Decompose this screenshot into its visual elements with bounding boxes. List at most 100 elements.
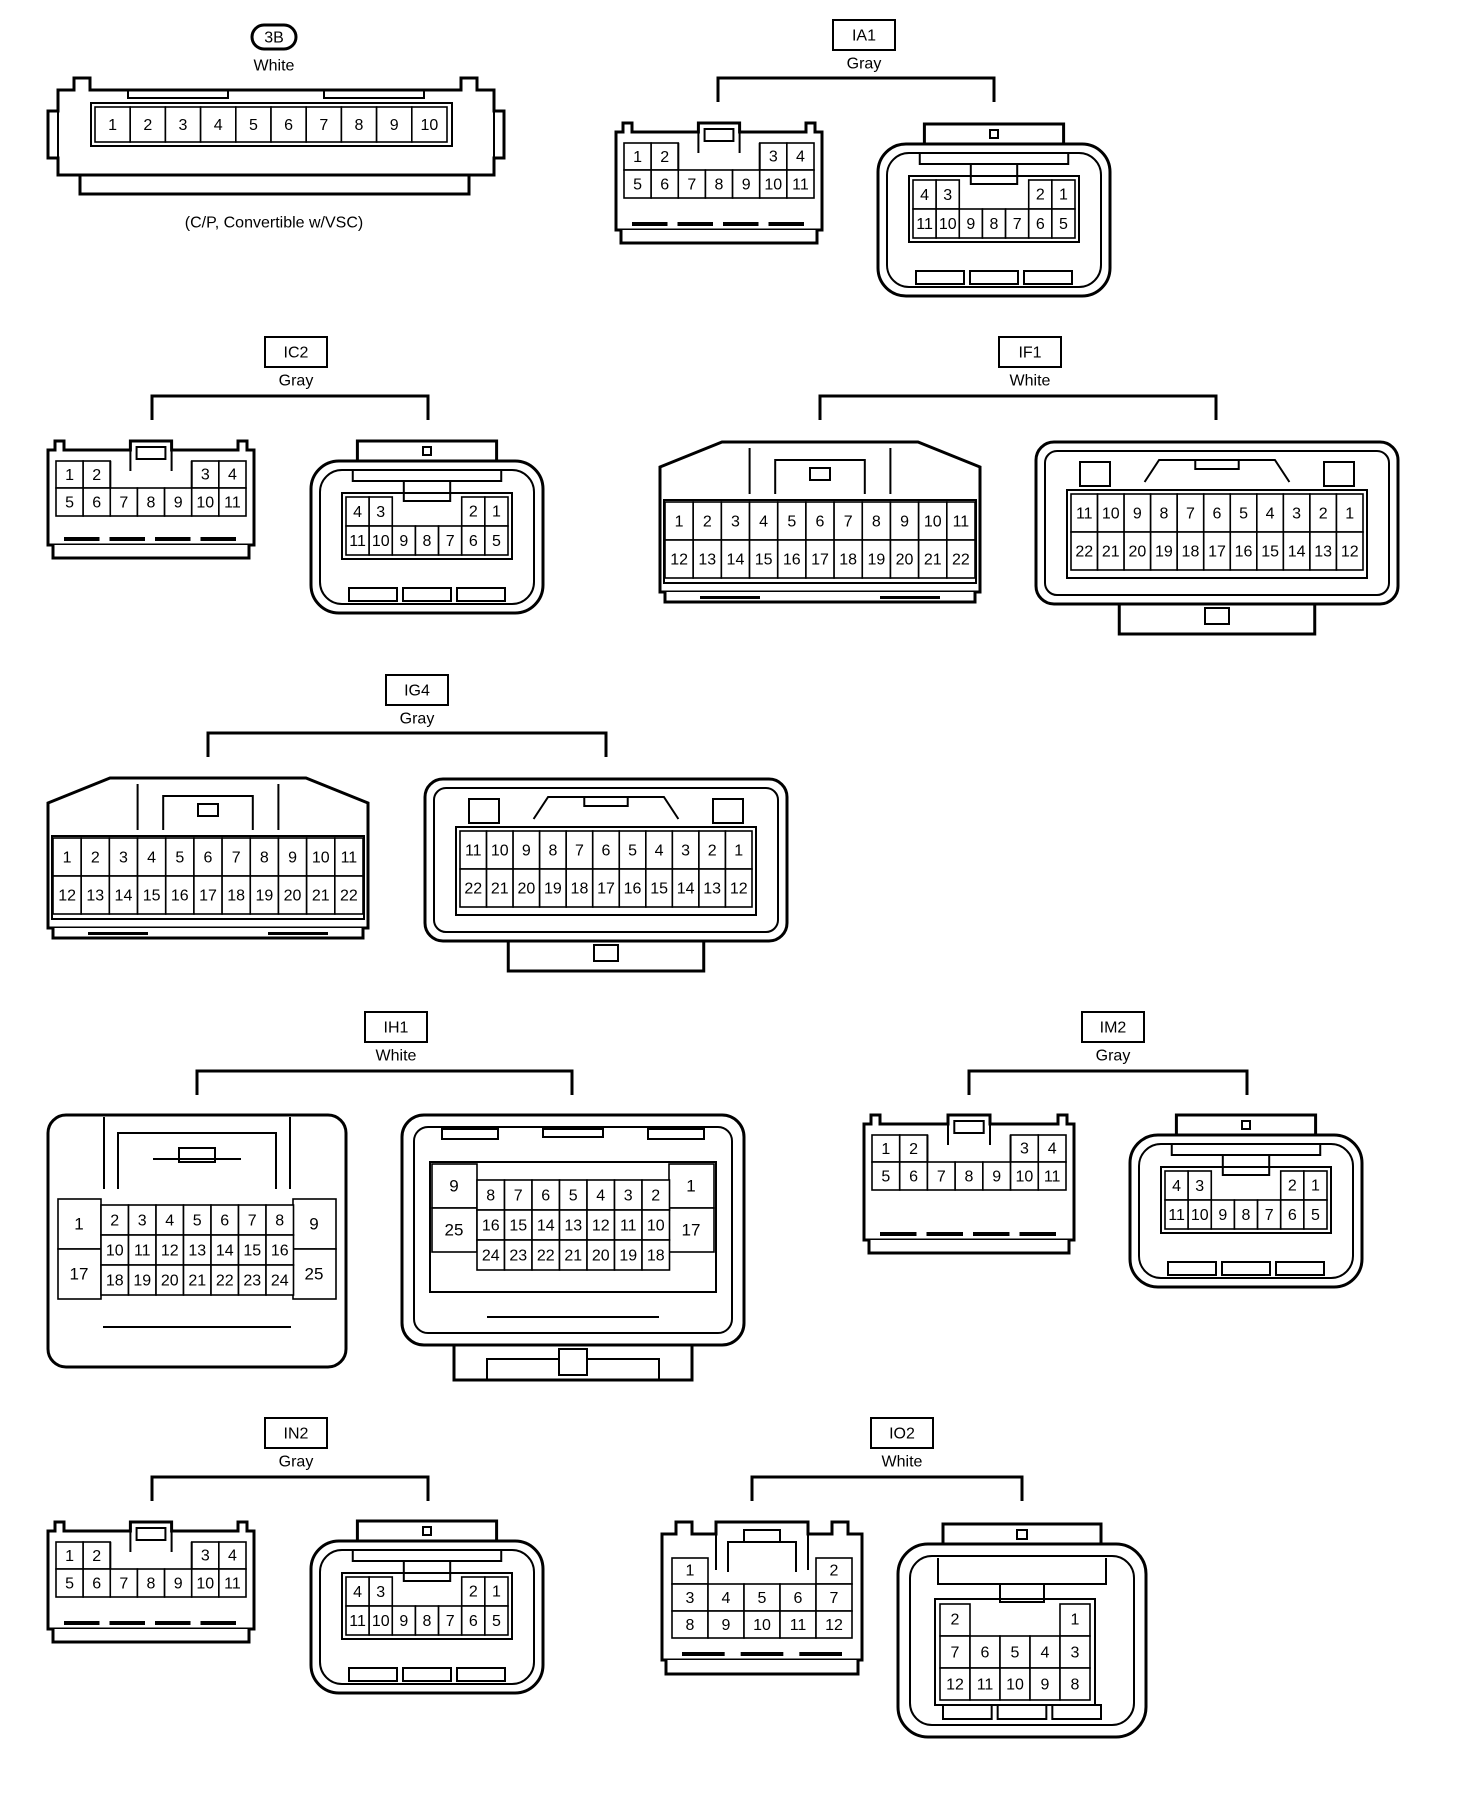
pin-cell: 9 (391, 525, 417, 556)
pin-cell: 21 (305, 875, 336, 915)
connector-color: Gray (400, 711, 435, 728)
pin-label: 11 (341, 850, 358, 867)
pin-label: 5 (1059, 216, 1068, 233)
pin-cell: 20 (277, 875, 308, 915)
pin-label: 6 (660, 177, 669, 194)
pin-cell: 21 (485, 868, 514, 908)
pin-label: 14 (115, 888, 133, 905)
pin-cell: 10 (743, 1610, 781, 1639)
pin-label: 6 (541, 1188, 550, 1205)
connector-id: IC2 (284, 345, 309, 362)
pin-label: 7 (514, 1188, 523, 1205)
pin-label: 21 (1102, 544, 1120, 561)
pin-cell: 13 (692, 539, 723, 579)
pin-label: 8 (1159, 506, 1168, 523)
pin-label: 3 (1195, 1178, 1204, 1195)
pin-cell: 4 (645, 830, 674, 870)
connector-id: IO2 (889, 1426, 915, 1443)
pin-label: 3 (119, 850, 128, 867)
pin-cell: 6 (898, 1161, 929, 1191)
pin-cell: 20 (1123, 531, 1152, 571)
pin-label: 7 (687, 177, 696, 194)
pin-cell: 4 (218, 460, 247, 489)
pin-label: 4 (796, 149, 805, 166)
pin-cell: 4 (1164, 1170, 1189, 1201)
pin-label: 12 (1341, 544, 1359, 561)
pin-cell: 23 (503, 1239, 533, 1271)
pin-label: 10 (764, 177, 782, 194)
pin-label: 9 (288, 850, 297, 867)
pin-cell: 10 (758, 169, 788, 199)
pin-cell: 19 (249, 875, 280, 915)
pin-cell: 5 (55, 487, 84, 517)
connector-id: IG4 (404, 683, 430, 700)
pin-label: 10 (1016, 1169, 1034, 1186)
pin-label: 5 (628, 843, 637, 860)
pin-cell: 2 (1027, 179, 1053, 210)
pin-cell: 2 (898, 1134, 929, 1163)
pin-cell: 1 (668, 1163, 715, 1209)
pin-label: 6 (220, 1213, 229, 1230)
pin-cell: 10 (1009, 1161, 1040, 1191)
pin-cell: 14 (1282, 531, 1311, 571)
pin-cell: 9 (889, 501, 920, 541)
pin-cell: 2 (641, 1179, 671, 1211)
pin-cell: 8 (476, 1179, 506, 1211)
pin-cell: 22 (946, 539, 976, 579)
pin-cell: 8 (861, 501, 892, 541)
pin-label: 1 (1311, 1178, 1320, 1195)
pin-label: 14 (216, 1243, 234, 1260)
pin-label: 16 (171, 888, 189, 905)
pin-label: 1 (65, 467, 74, 484)
pin-label: 11 (224, 1576, 241, 1593)
pin-label: 25 (305, 1265, 324, 1284)
pin-cell: 11 (1070, 493, 1099, 533)
pin-cell: 8 (954, 1161, 984, 1191)
pin-cell: 2 (1279, 1170, 1305, 1201)
pin-cell: 7 (677, 169, 707, 199)
pin-cell: 4 (218, 1541, 247, 1570)
pin-cell: 7 (565, 830, 594, 870)
pin-cell: 19 (1149, 531, 1178, 571)
pin-cell: 1 (1059, 1603, 1091, 1637)
pin-cell: 8 (136, 1568, 166, 1598)
connector-id: IN2 (284, 1426, 309, 1443)
pin-cell: 1 (671, 1557, 709, 1585)
pin-cell: 5 (235, 106, 272, 143)
pin-label: 5 (1239, 506, 1248, 523)
pin-label: 4 (1172, 1178, 1181, 1195)
pin-label: 9 (1041, 1677, 1050, 1694)
pin-cell: 20 (512, 868, 541, 908)
pin-label: 15 (1261, 544, 1279, 561)
pin-label: 16 (482, 1218, 500, 1235)
pin-label: 11 (224, 495, 241, 512)
pin-label: 6 (981, 1645, 990, 1662)
pin-label: 2 (1319, 506, 1328, 523)
pin-cell: 5 (999, 1635, 1031, 1669)
pin-label: 19 (544, 881, 562, 898)
pin-cell: 7 (833, 501, 864, 541)
pin-label: 18 (571, 881, 589, 898)
pin-label: 6 (92, 495, 101, 512)
pin-cell: 3 (671, 830, 700, 870)
pin-cell: 14 (720, 539, 751, 579)
pin-cell: 17 (1202, 531, 1232, 571)
pin-label: 2 (708, 843, 717, 860)
pin-label: 11 (792, 177, 809, 194)
pin-cell: 3 (108, 837, 139, 877)
pin-cell: 5 (182, 1204, 212, 1236)
pin-label: 5 (881, 1169, 890, 1186)
pin-label: 2 (1036, 187, 1045, 204)
pin-cell: 1 (623, 142, 652, 171)
pin-label: 5 (65, 495, 74, 512)
pin-label: 7 (1265, 1207, 1274, 1224)
pin-cell: 7 (939, 1635, 971, 1669)
pin-label: 17 (682, 1221, 701, 1240)
pin-cell: 17 (57, 1248, 102, 1300)
